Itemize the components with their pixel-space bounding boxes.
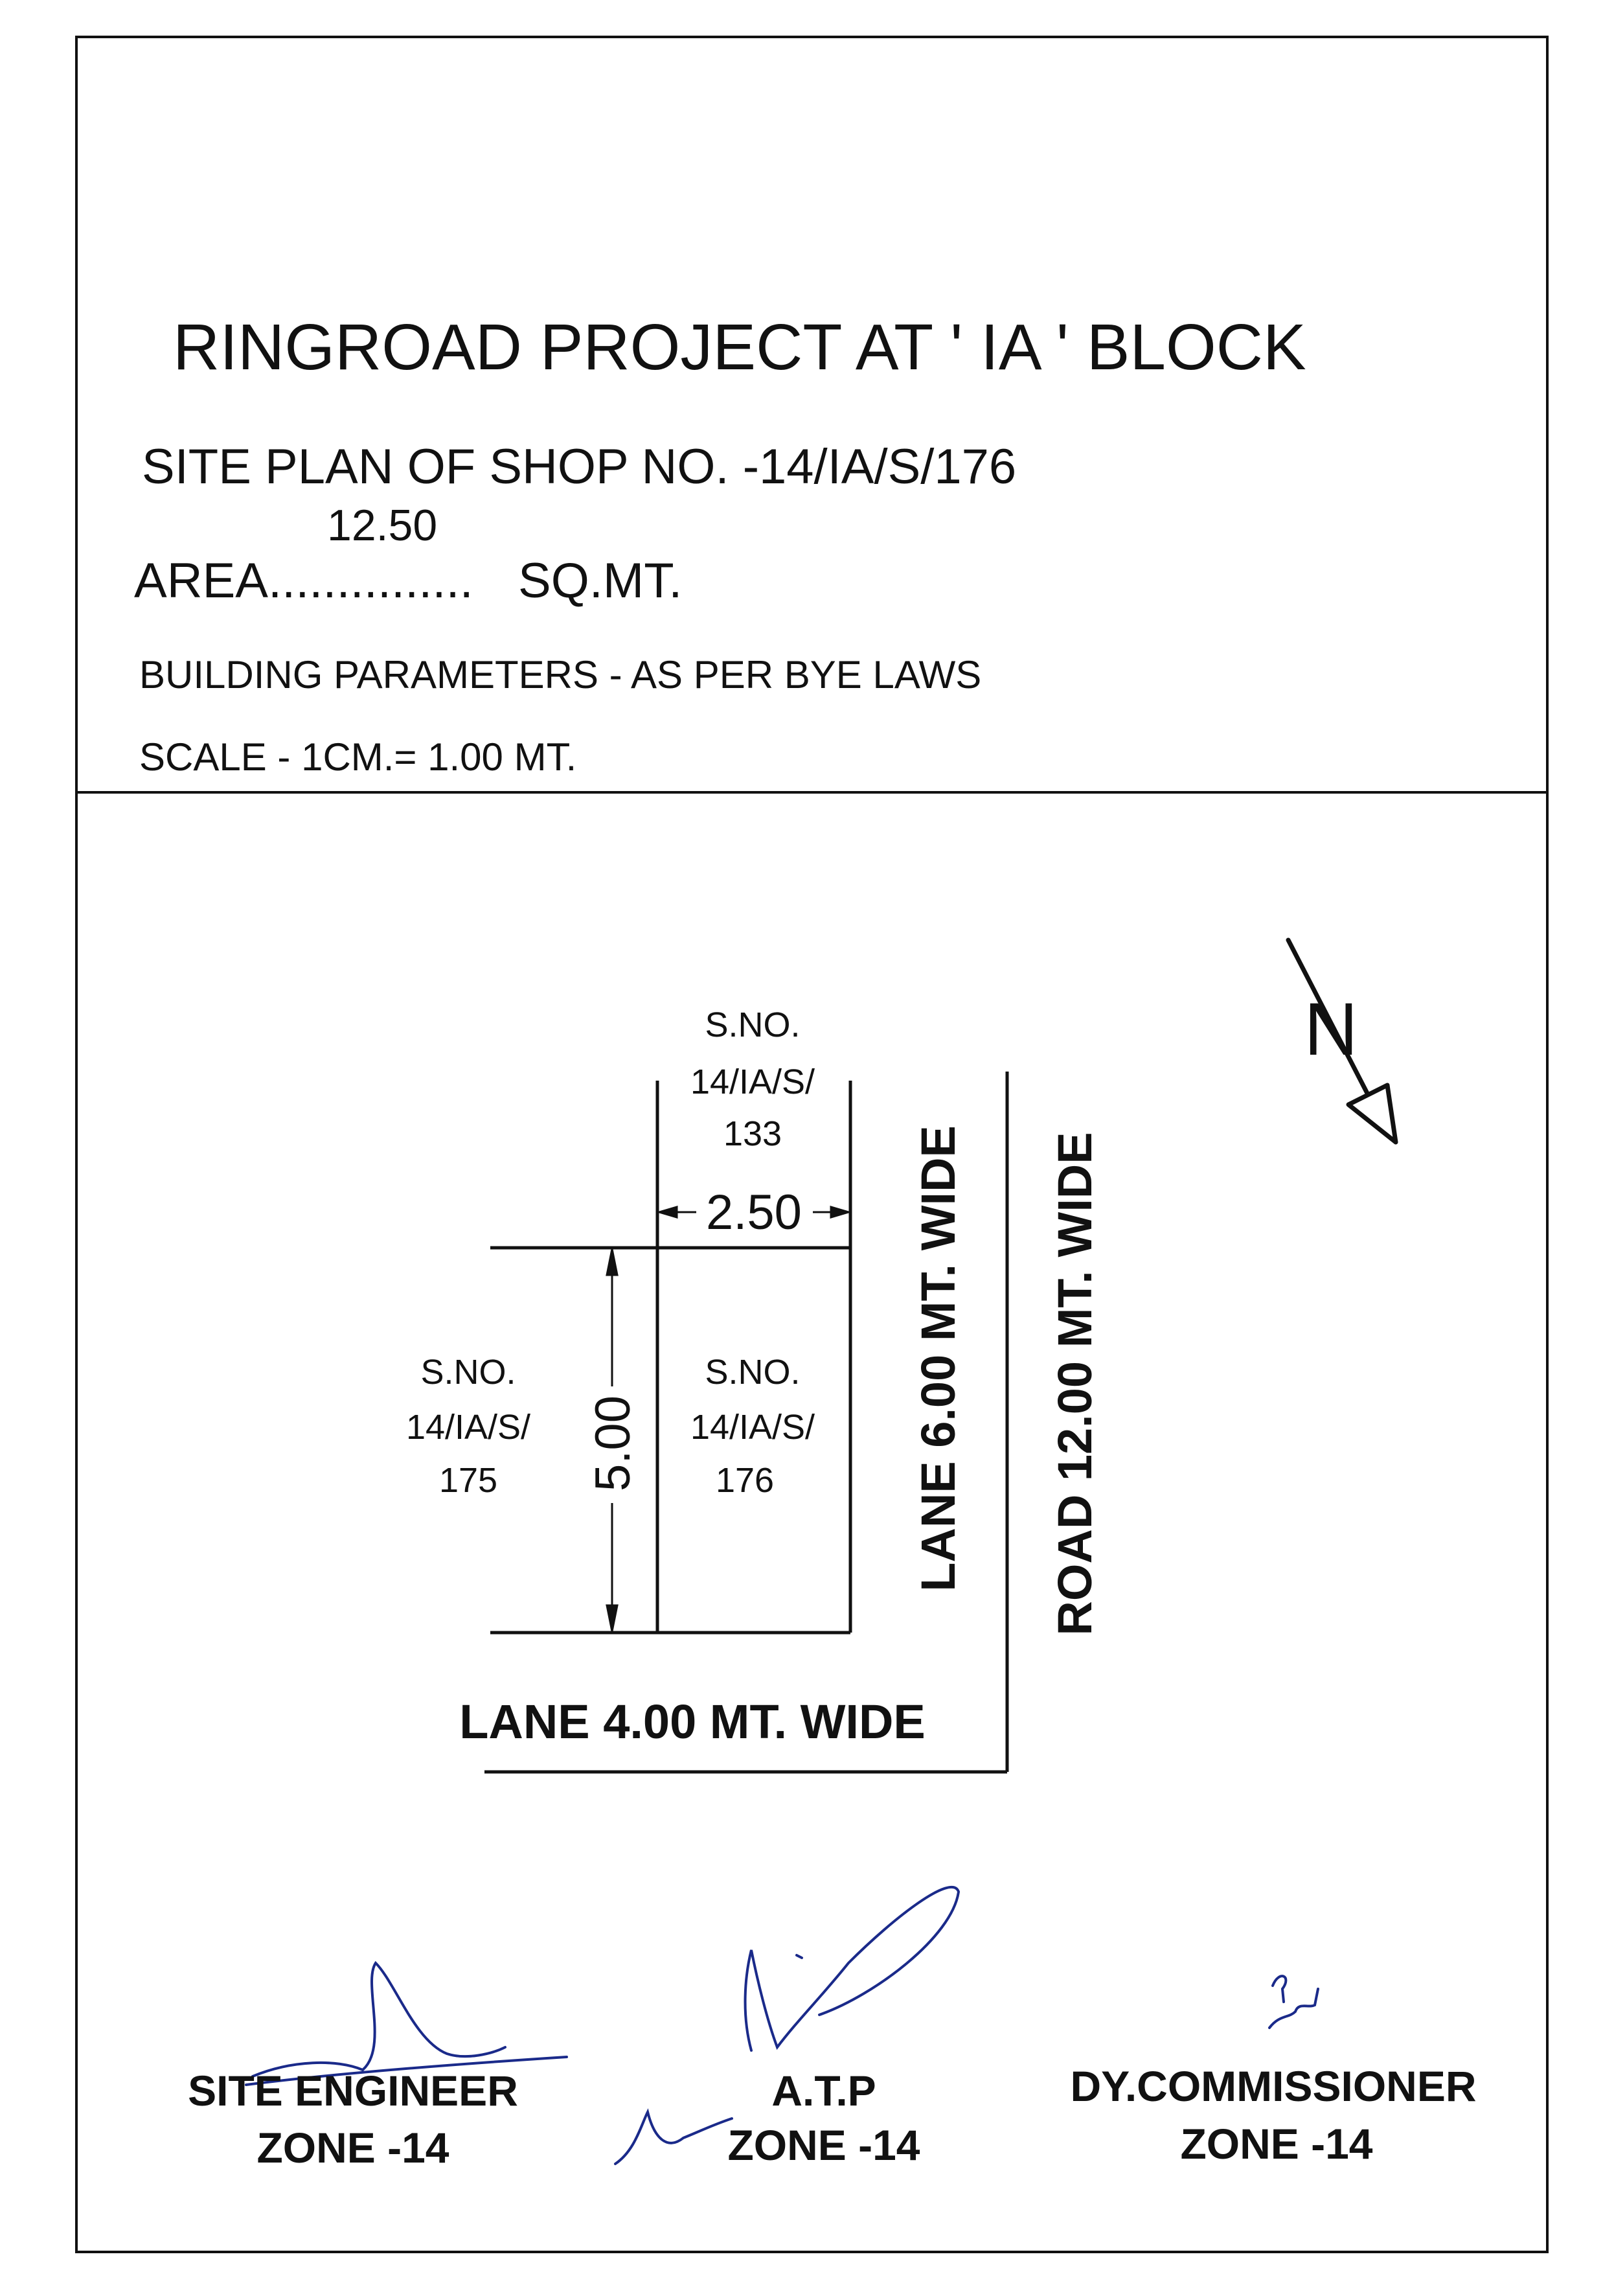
dy-commissioner-signature — [1268, 1975, 1319, 2029]
site-engineer-role: SITE ENGINEER — [188, 2067, 518, 2115]
signatory-blocks: SITE ENGINEER ZONE -14 A.T.P ZONE -14 DY… — [188, 2062, 1476, 2172]
dy-commissioner-zone: ZONE -14 — [1180, 2120, 1372, 2168]
depth-dimension — [606, 1248, 619, 1632]
drawing-scale: SCALE - 1CM.= 1.00 MT. — [139, 735, 576, 779]
width-dimension — [655, 1205, 852, 1219]
width-dimension-label: 2.50 — [706, 1185, 802, 1240]
lane-south-label: LANE 4.00 MT. WIDE — [459, 1695, 926, 1749]
road-east-label: ROAD 12.00 MT. WIDE — [1048, 1132, 1102, 1635]
plot-west-label: S.NO. 14/IA/S/ 175 — [406, 1353, 530, 1500]
plot-lines — [484, 1072, 1009, 1774]
plot-subject-line2: 14/IA/S/ — [690, 1408, 815, 1447]
plot-north-label: S.NO. 14/IA/S/ 133 — [690, 1005, 815, 1153]
plot-north-line2: 14/IA/S/ — [690, 1062, 815, 1101]
building-parameters: BUILDING PARAMETERS - AS PER BYE LAWS — [139, 653, 981, 696]
plot-subject-line1: S.NO. — [705, 1353, 800, 1392]
lane-east-label: LANE 6.00 MT. WIDE — [911, 1125, 965, 1592]
plot-west-line2: 14/IA/S/ — [406, 1408, 530, 1447]
atp-signature — [614, 1886, 961, 2165]
project-title: RINGROAD PROJECT AT ' IA ' BLOCK — [173, 311, 1306, 384]
atp-role: A.T.P — [771, 2067, 876, 2115]
plot-north-line1: S.NO. — [705, 1005, 800, 1044]
north-arrow-icon: N — [1286, 937, 1398, 1145]
plot-subject-line3: 176 — [716, 1461, 774, 1500]
plot-west-line1: S.NO. — [420, 1353, 516, 1392]
area-value: 12.50 — [327, 501, 437, 550]
plot-north-line3: 133 — [723, 1114, 782, 1153]
site-engineer-zone: ZONE -14 — [256, 2124, 449, 2172]
plot-west-line3: 175 — [439, 1461, 497, 1500]
atp-zone: ZONE -14 — [727, 2121, 920, 2169]
area-unit: SQ.MT. — [518, 553, 682, 608]
sheet-border — [75, 36, 1549, 2253]
signature-marks — [245, 1886, 1319, 2165]
area-prefix: AREA............... — [134, 553, 473, 608]
site-plan-subtitle: SITE PLAN OF SHOP NO. -14/IA/S/176 — [142, 439, 1016, 494]
site-engineer-signature — [245, 1960, 568, 2086]
plot-subject-label: S.NO. 14/IA/S/ 176 — [690, 1353, 815, 1500]
depth-dimension-label: 5.00 — [585, 1395, 641, 1491]
dy-commissioner-role: DY.COMMISSIONER — [1070, 2062, 1476, 2110]
